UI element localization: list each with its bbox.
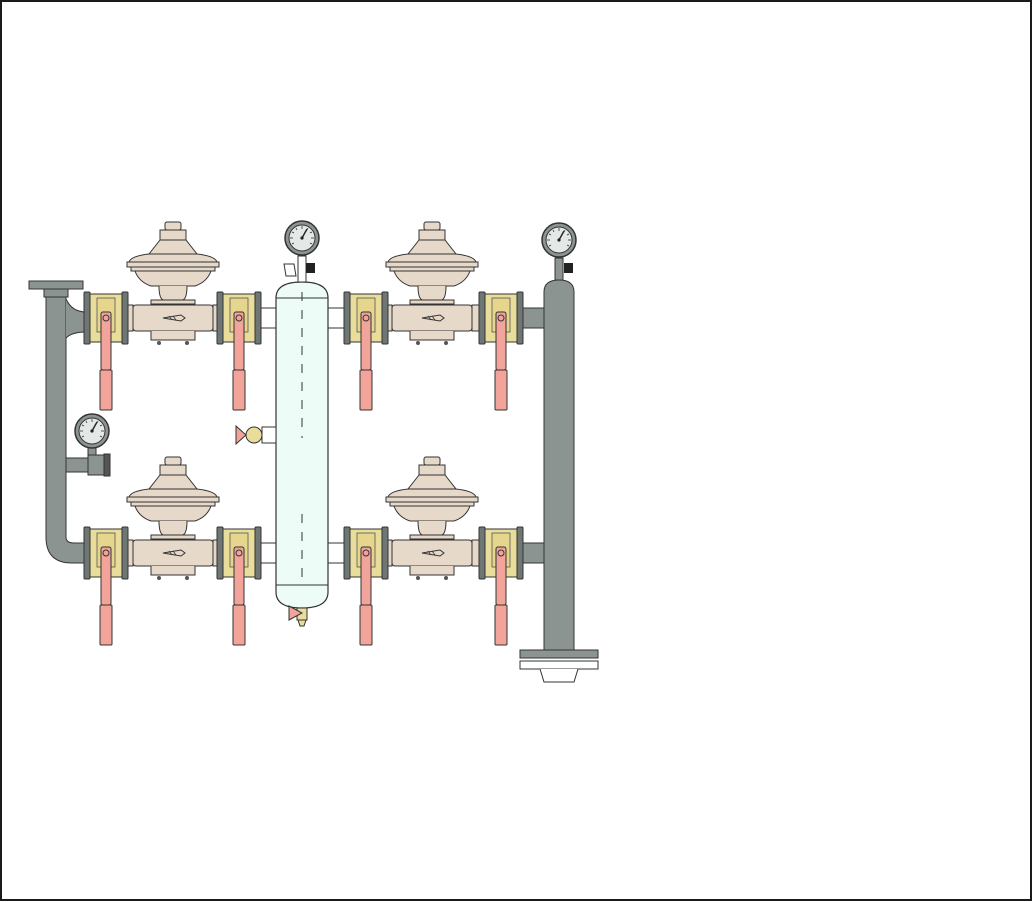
pressure-gauge-vessel [283, 220, 320, 283]
ball-valve-5 [83, 526, 129, 646]
ball-valve-2 [216, 291, 262, 411]
pressure-gauge-left [74, 413, 111, 477]
pressure-gauge-right [541, 222, 577, 281]
regulator-top-right [383, 221, 481, 346]
regulator-top-left [124, 221, 222, 346]
left-header-pipe [28, 280, 89, 564]
regulator-bottom-right [383, 456, 481, 581]
ball-valve-6 [216, 526, 262, 646]
ball-valve-3 [343, 291, 389, 411]
side-tap-valve [235, 424, 277, 446]
ball-valve-1 [83, 291, 129, 411]
right-header-pipe [519, 279, 599, 683]
ball-valve-4 [478, 291, 524, 411]
ball-valve-8 [478, 526, 524, 646]
ball-valve-7 [343, 526, 389, 646]
regulator-bottom-left [124, 456, 222, 581]
drain-valve [288, 605, 308, 627]
separator-vessel [259, 281, 345, 609]
